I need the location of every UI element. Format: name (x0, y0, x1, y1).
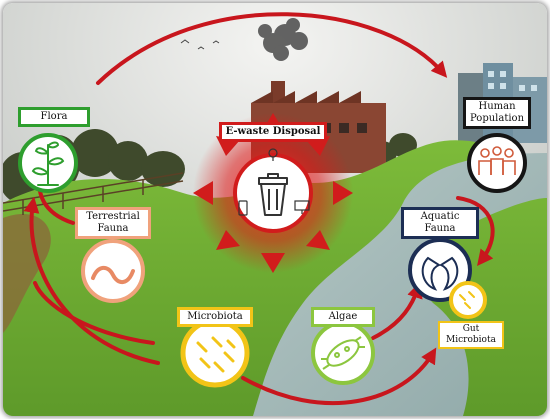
bacteria-icon (196, 336, 236, 373)
plant-sprout-icon (31, 141, 65, 186)
gut-bacteria-icon (459, 291, 475, 309)
ewaste-label: E-waste Disposal (219, 122, 327, 142)
algae-cell-icon (321, 336, 365, 370)
terrestrial-label-line1: Terrestrial (86, 211, 140, 222)
human-label-line1: Human (478, 101, 516, 112)
fish-pair-icon (421, 256, 459, 291)
people-group-icon (478, 146, 516, 175)
birds (180, 39, 220, 50)
phone-icon (238, 200, 248, 216)
human-label: Human Population (463, 97, 531, 129)
gut-node (449, 281, 487, 319)
gut-label: Gut Microbiota (438, 321, 504, 349)
aquatic-node (408, 238, 472, 302)
terrestrial-label-line2: Fauna (97, 223, 129, 234)
microbiota-label: Microbiota (177, 307, 253, 327)
microbiota-node (180, 318, 250, 388)
aquatic-label-line1: Aquatic (420, 211, 460, 222)
gut-label-line2: Microbiota (446, 335, 496, 345)
ewaste-node (233, 148, 313, 233)
aquatic-label: Aquatic Fauna (401, 207, 479, 239)
human-label-line2: Population (469, 113, 525, 124)
smoke-cloud (258, 18, 308, 61)
cycle-arrows (23, 12, 495, 406)
human-node (467, 133, 527, 193)
arrow-microbiota-to-aquatic (241, 347, 437, 406)
aquatic-label-line2: Fauna (424, 223, 456, 234)
trash-bin-icon (258, 173, 288, 216)
dirt-slope (3, 214, 51, 333)
arrow-human-to-aquatic (456, 196, 495, 267)
terrestrial-label: Terrestrial Fauna (75, 207, 151, 239)
worm-icon (91, 265, 135, 284)
diagram-frame: Flora E-waste Disposal Human Population … (3, 3, 547, 416)
algae-node (311, 321, 375, 385)
flora-label: Flora (18, 107, 90, 127)
monitor-icon (294, 200, 310, 214)
arrow-flora-to-human (96, 12, 448, 85)
arrow-microbiota-to-flora (23, 196, 160, 365)
gut-label-line1: Gut (462, 324, 480, 334)
algae-label: Algae (311, 307, 375, 327)
terrestrial-node (81, 239, 145, 303)
arrow-algae-to-aquatic (371, 281, 423, 340)
flora-node (18, 133, 78, 193)
lightbulb-icon (268, 148, 278, 161)
